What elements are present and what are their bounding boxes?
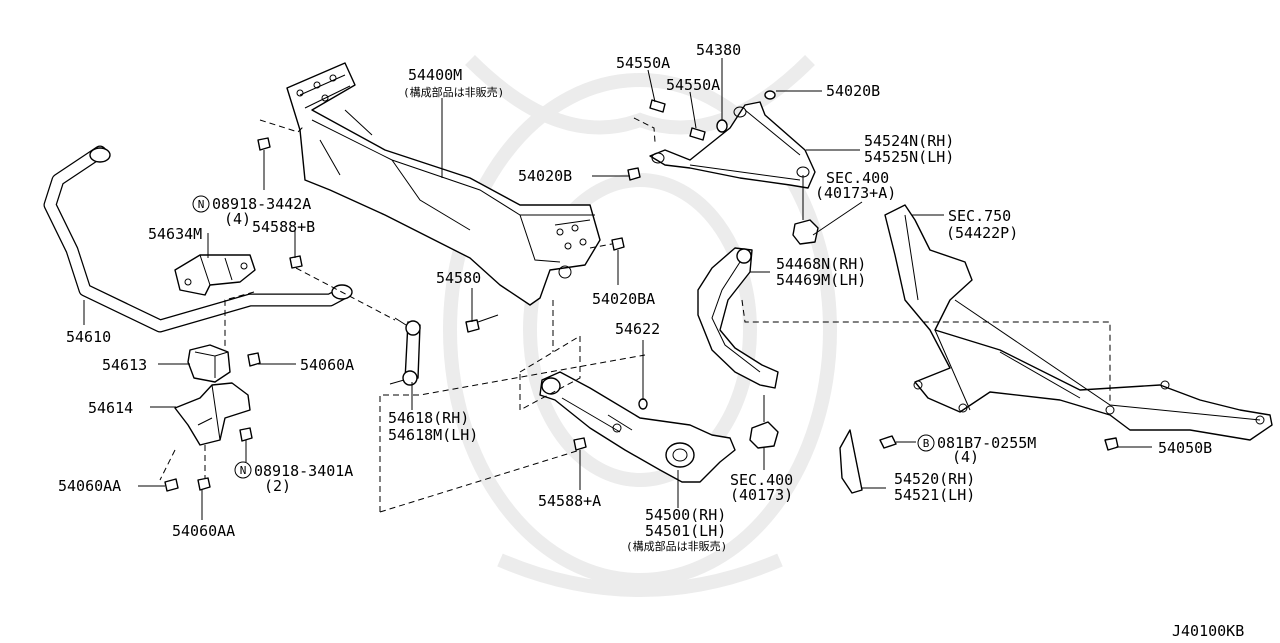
ball-joint-upper[interactable] [792, 200, 819, 245]
label-54060aa-2[interactable]: 54060AA [172, 522, 235, 540]
upper-link-54524n[interactable] [649, 90, 816, 189]
label-54588a[interactable]: 54588+A [538, 492, 601, 510]
label-54050b[interactable]: 54050B [1158, 439, 1212, 457]
label-54020b-top[interactable]: 54020B [826, 82, 880, 100]
label-54588b[interactable]: 54588+B [252, 218, 315, 236]
label-081b7-qty: (4) [952, 448, 979, 466]
label-54469m[interactable]: 54469M(LH) [776, 271, 866, 289]
label-54634m[interactable]: 54634M [148, 225, 202, 243]
b-symbol: B [923, 437, 930, 450]
label-54613[interactable]: 54613 [102, 356, 147, 374]
label-54020ba[interactable]: 54020BA [592, 290, 655, 308]
fasteners [164, 137, 1119, 492]
crossmember-54400m[interactable] [286, 62, 601, 306]
leader-lines [83, 58, 1152, 520]
label-sec400-sub: (40173) [730, 486, 793, 504]
label-sec750-sub: (54422P) [946, 224, 1018, 242]
label-sec400a[interactable]: SEC.400 [826, 169, 889, 187]
label-54622[interactable]: 54622 [615, 320, 660, 338]
label-54400m[interactable]: 54400M [408, 66, 462, 84]
label-54500[interactable]: 54500(RH) [645, 506, 726, 524]
label-54618[interactable]: 54618(RH) [388, 409, 469, 427]
ball-joint-lower[interactable] [749, 395, 779, 449]
label-54614[interactable]: 54614 [88, 399, 133, 417]
label-54400m-note: (構成部品は非販売) [403, 85, 504, 99]
label-54580[interactable]: 54580 [436, 269, 481, 287]
label-sec750[interactable]: SEC.750 [948, 207, 1011, 225]
bracket-54520[interactable] [839, 429, 897, 494]
label-54618m[interactable]: 54618M(LH) [388, 426, 478, 444]
stabilizer-bar-54610[interactable] [43, 145, 353, 333]
label-54501[interactable]: 54501(LH) [645, 522, 726, 540]
label-54550a-2[interactable]: 54550A [666, 76, 720, 94]
member-stay-sec750[interactable] [884, 204, 1273, 441]
bushing-54613[interactable] [187, 344, 231, 383]
compression-arm-54468n[interactable] [697, 247, 779, 389]
circled-symbols: N N B [192, 195, 935, 479]
label-54521[interactable]: 54521(LH) [894, 486, 975, 504]
n-symbol-1: N [198, 198, 205, 211]
label-54020b-mid[interactable]: 54020B [518, 167, 572, 185]
label-54520[interactable]: 54520(RH) [894, 470, 975, 488]
label-54610[interactable]: 54610 [66, 328, 111, 346]
clamp-54614[interactable] [174, 382, 251, 446]
label-54060a[interactable]: 54060A [300, 356, 354, 374]
dashed-guides [159, 117, 1111, 513]
label-08918-3401a-qty: (2) [264, 477, 291, 495]
label-081b7[interactable]: 081B7-0255M [937, 434, 1036, 452]
label-08918-3442a-qty: (4) [224, 210, 251, 228]
watermark-emblem [443, 55, 837, 597]
label-54550a-1[interactable]: 54550A [616, 54, 670, 72]
label-54525n[interactable]: 54525N(LH) [864, 148, 954, 166]
label-sec400a-sub: (40173+A) [815, 184, 896, 202]
label-54380[interactable]: 54380 [696, 41, 741, 59]
label-54060aa-1[interactable]: 54060AA [58, 477, 121, 495]
diagram-code: J40100KB [1172, 622, 1244, 639]
transverse-link-54500[interactable] [539, 371, 736, 483]
label-08918-3442a[interactable]: 08918-3442A [212, 195, 311, 213]
label-54524n[interactable]: 54524N(RH) [864, 132, 954, 150]
n-symbol-2: N [240, 464, 247, 477]
label-sec400[interactable]: SEC.400 [730, 471, 793, 489]
label-54500-note: (構成部品は非販売) [626, 539, 727, 553]
part-labels: 54400M (構成部品は非販売) 54550A 54550A 54380 54… [58, 41, 1244, 640]
bracket-54634m[interactable] [174, 254, 256, 296]
label-08918-3401a[interactable]: 08918-3401A [254, 462, 353, 480]
label-54468n[interactable]: 54468N(RH) [776, 255, 866, 273]
stabilizer-link-54618[interactable] [389, 317, 421, 386]
